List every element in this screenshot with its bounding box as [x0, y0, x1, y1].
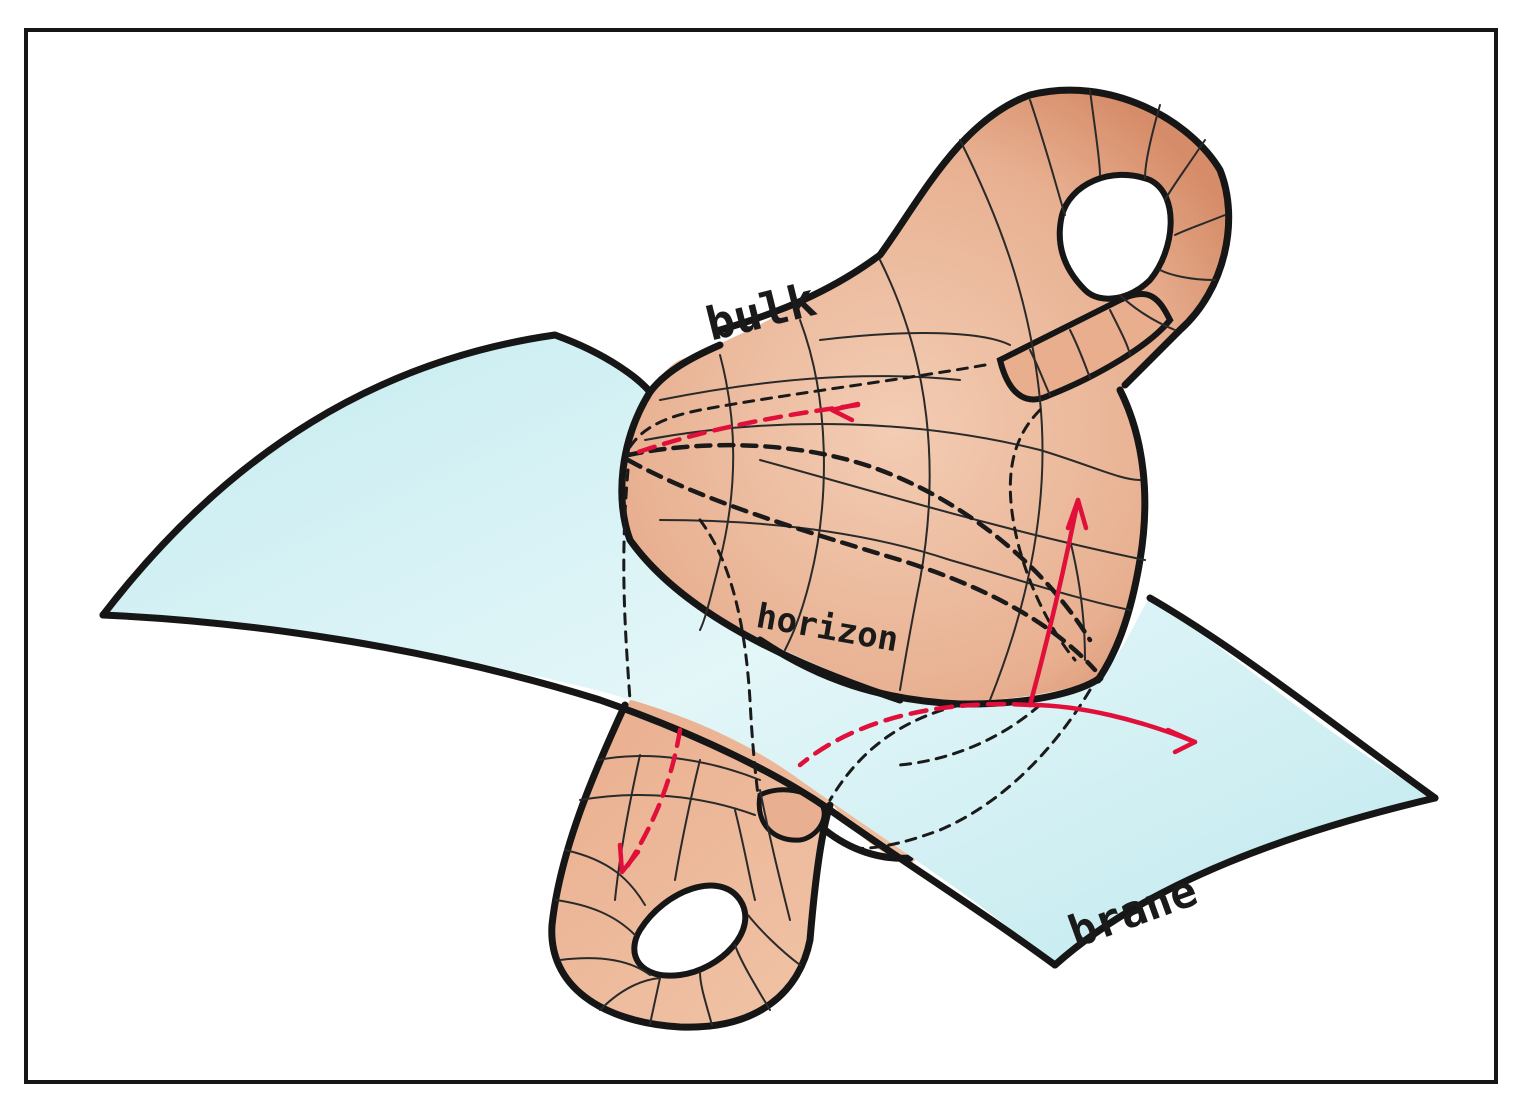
hidden-tube-path-mid	[625, 442, 1093, 643]
brane-back-right-edge	[1146, 594, 1439, 802]
bulb-grid-h3	[759, 459, 1146, 561]
hidden-lines	[622, 363, 1098, 850]
bulb-grid-tube2	[1069, 329, 1091, 379]
brane-front-edge	[99, 611, 1059, 969]
bulb-grid-v5	[1029, 99, 1066, 216]
lower-grid-13	[759, 789, 791, 921]
bulb-grid-v7	[1144, 104, 1161, 179]
red-right-arrowhead	[1165, 727, 1198, 755]
bulb-grid-tube1	[1029, 349, 1051, 396]
bulb-grid-v6	[1089, 89, 1101, 176]
lower-grid-6	[599, 977, 661, 1011]
lower-grid-10	[747, 914, 801, 966]
hidden-brane-curve-3	[828, 703, 962, 802]
red-upper-dashed-path	[627, 402, 861, 458]
lower-grid-5	[559, 957, 651, 976]
hidden-brane-curve-2	[898, 703, 1042, 767]
bulb-grid-tube3	[1109, 309, 1131, 356]
frame-border	[24, 28, 1498, 1084]
bulb-outline-top	[716, 86, 1233, 389]
lower-grid-1	[597, 755, 761, 781]
lower-grid-14	[734, 809, 756, 901]
lower-loop-hole	[631, 882, 749, 979]
bulb-grid-h2	[644, 422, 1141, 481]
lower-wormhole-outline	[548, 701, 834, 1031]
hidden-left-drop-1	[622, 468, 632, 702]
bulb-grid-h4	[819, 332, 1011, 346]
red-upper-arrowhead	[829, 401, 861, 423]
lower-grid-7	[649, 977, 661, 1025]
hidden-brane-curve-1	[848, 688, 1092, 850]
bulb-grid-v8	[1164, 139, 1206, 201]
upper-tube	[996, 291, 1174, 403]
brane-right-edge	[1051, 794, 1439, 969]
lower-grid-2	[579, 794, 756, 816]
red-paths	[617, 401, 1198, 875]
bulb-grid-v1	[699, 354, 735, 631]
lower-grid-11	[614, 754, 641, 901]
bulb-grid-lower2	[1069, 539, 1086, 661]
hidden-left-drop-2	[698, 518, 760, 797]
red-left-arrowhead	[617, 842, 641, 875]
red-vertical-arrowhead	[1065, 497, 1089, 531]
bulb-grid-v3	[879, 259, 931, 691]
red-lower-dashed-path	[797, 701, 1033, 768]
bulb-grid-v4	[959, 139, 1044, 701]
upper-wormhole	[618, 86, 1233, 708]
red-vertical-path	[1027, 497, 1081, 708]
lower-grid-4	[555, 899, 636, 936]
lower-grid-8	[699, 971, 713, 1026]
bulb-grid-lower1	[659, 519, 1131, 611]
brane-top-left-edge	[99, 331, 654, 619]
bulb-grid-v11	[1119, 294, 1176, 331]
hidden-tube-path-lower	[625, 457, 1098, 673]
hidden-tube-path-top	[626, 363, 987, 452]
hidden-right-curve	[1008, 408, 1077, 662]
lower-grid-12	[674, 759, 701, 881]
bulb-grid-v9	[1174, 214, 1226, 236]
bulb-outline-top-left	[646, 341, 724, 396]
bulb-grid-v10	[1159, 269, 1216, 281]
lower-grid-9	[734, 944, 771, 1011]
lower-grid-3	[564, 849, 646, 906]
upper-loop-hole	[1056, 172, 1174, 302]
